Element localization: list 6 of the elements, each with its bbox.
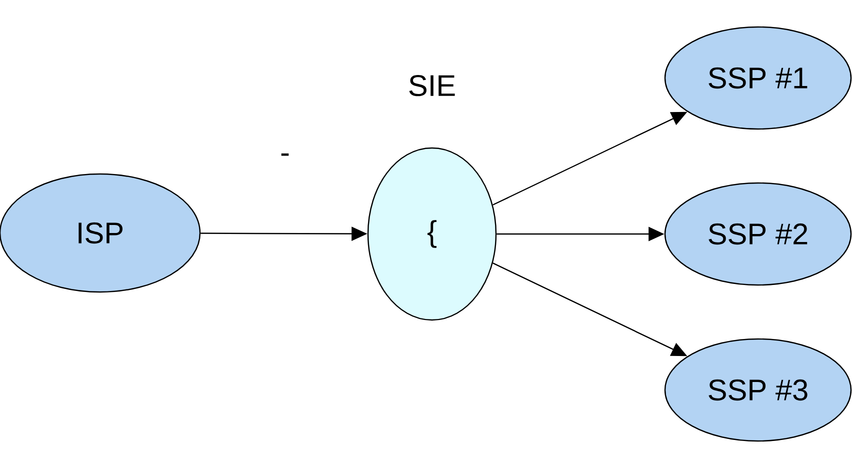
- ellipse-node: { SIE: [367, 75, 497, 321]
- ellipse-node: SSP #2: [664, 182, 852, 286]
- note-text: -: [281, 153, 289, 156]
- ellipse-node: SSP #1: [664, 26, 852, 130]
- ellipse-node: SSP #3: [664, 338, 852, 442]
- node-label: SIE: [409, 75, 455, 96]
